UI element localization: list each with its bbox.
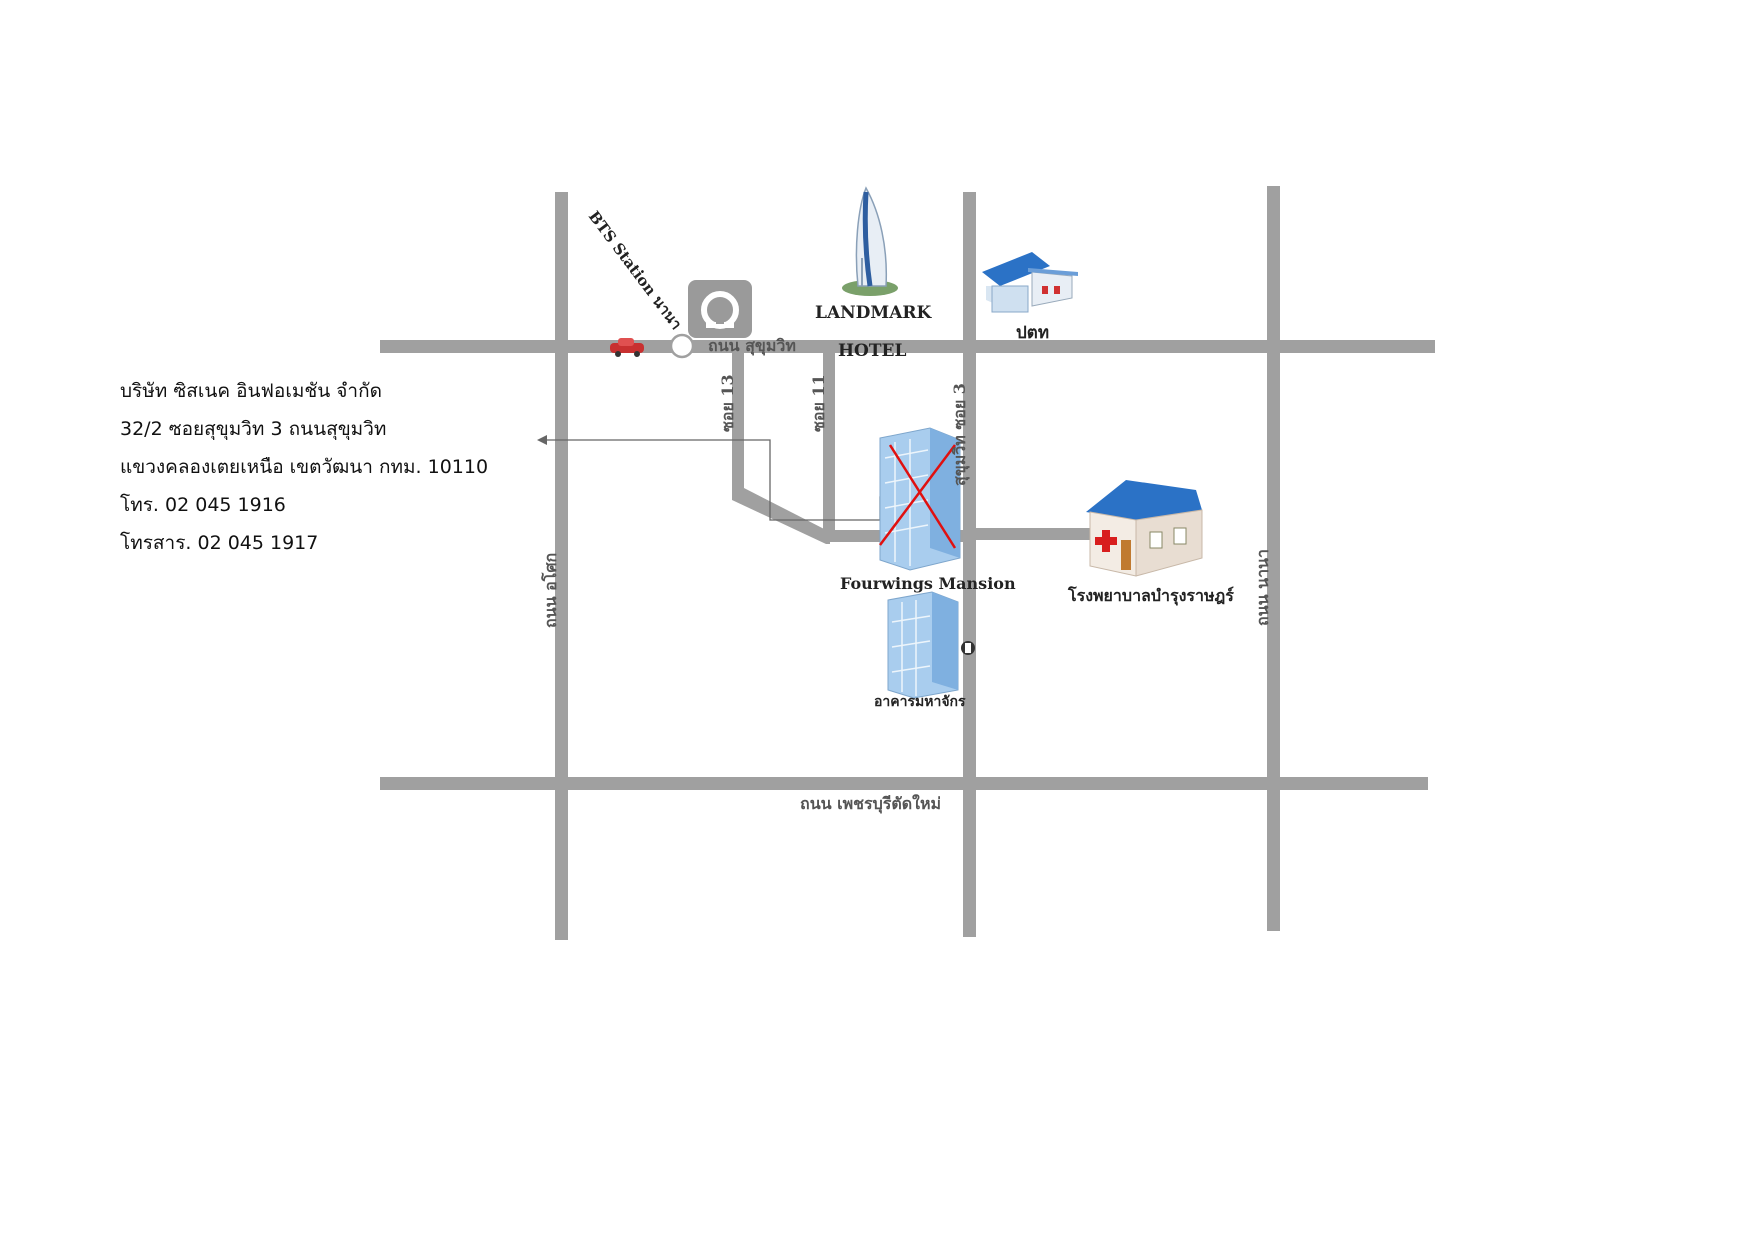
road-soi3 (963, 192, 976, 937)
road-asoke (555, 192, 568, 940)
road-label-nana: ถนน นานา (1253, 549, 1272, 626)
landmark-hotel-label-line1: LANDMARK (815, 303, 933, 323)
road-label-soi3: สุขุมวิท ซอย 3 (950, 383, 970, 486)
fourwings-building-icon (879, 427, 961, 571)
bts-train-icon (688, 280, 752, 338)
bts-station-marker (669, 333, 695, 359)
car-icon (610, 338, 644, 357)
soi-13-road (732, 353, 744, 493)
landmark-hotel-label-line2: HOTEL (838, 341, 906, 361)
soi-13-connector (732, 488, 830, 544)
road-label-soi11: ซอย 11 (809, 374, 828, 432)
mahajak-building-icon (887, 591, 959, 699)
road-label-soi13: ซอย 13 (718, 374, 737, 432)
mahajak-label: อาคารมหาจักร (874, 694, 966, 710)
company-name: บริษัท ซิสเนค อินฟอเมชัน จำกัด (120, 380, 382, 402)
hospital-label: โรงพยาบาลบำรุงราษฎร์ (1067, 585, 1234, 606)
ptt-station-icon (982, 252, 1078, 313)
address-line-1: 32/2 ซอยสุขุมวิท 3 ถนนสุขุมวิท (120, 418, 387, 440)
address-line-2: แขวงคลองเตยเหนือ เขตวัฒนา กทม. 10110 (120, 456, 489, 478)
fourwings-label: Fourwings Mansion (840, 574, 1016, 593)
road-phetchaburi (380, 777, 1428, 790)
company-address-block: บริษัท ซิสเนค อินฟอเมชัน จำกัด 32/2 ซอยส… (120, 372, 580, 562)
hospital-access-road (976, 528, 1092, 540)
road-nana (1267, 186, 1280, 931)
road-label-asoke: ถนน อโศก (540, 553, 560, 628)
entrance-icon (961, 641, 975, 655)
phone-number: โทร. 02 045 1916 (120, 494, 286, 516)
road-label-phetchaburi: ถนน เพชรบุรีตัดใหม่ (800, 794, 941, 814)
soi-11-road (823, 353, 835, 538)
address-pointer-arrow (537, 435, 890, 521)
bts-station-label: BTS Station นานา (585, 208, 686, 333)
hospital-icon (1086, 480, 1203, 577)
ptt-label: ปตท (1016, 323, 1049, 343)
destination-cross-marker (879, 444, 957, 549)
fax-number: โทรสาร. 02 045 1917 (120, 532, 319, 554)
road-label-sukhumvit: ถนน สุขุมวิท (708, 336, 796, 356)
landmark-hotel-icon (842, 186, 898, 296)
